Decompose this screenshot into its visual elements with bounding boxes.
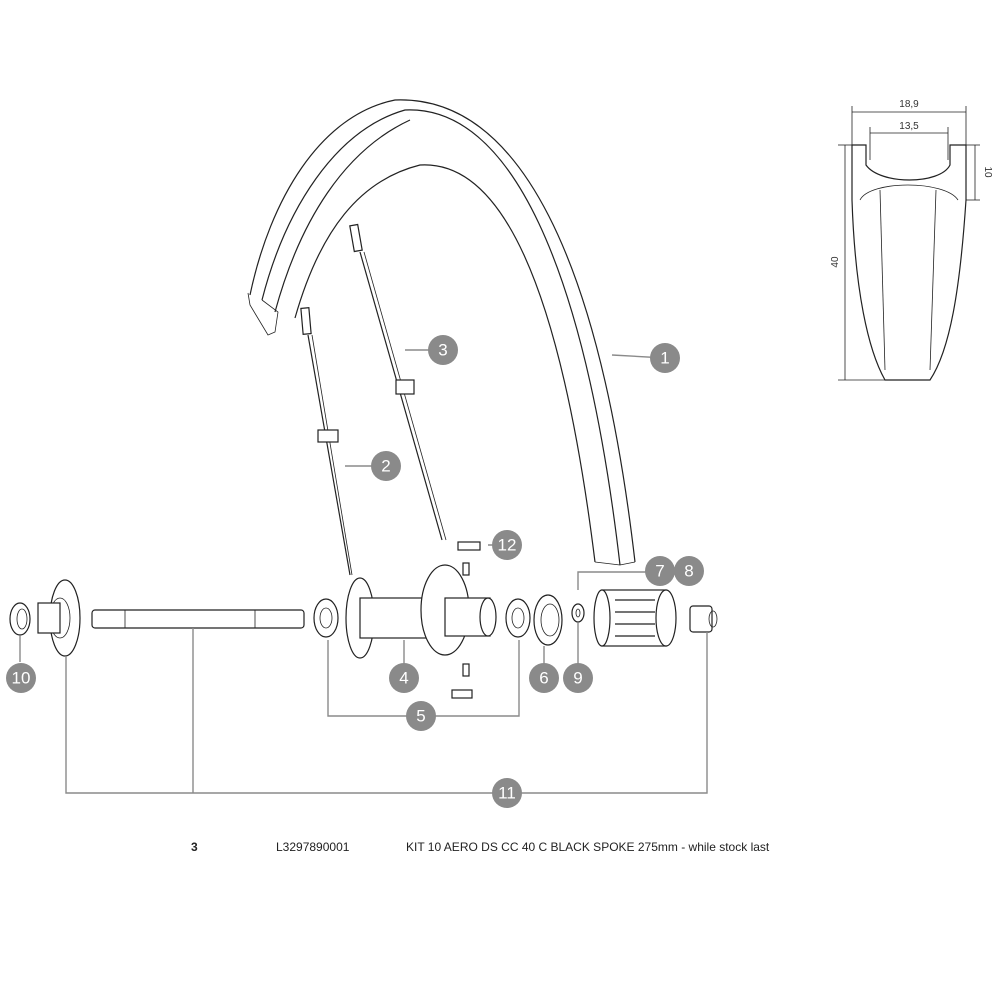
callout-9: 9 <box>563 663 593 693</box>
callout-5: 5 <box>406 701 436 731</box>
end-cap-left <box>9 602 31 636</box>
hub-body <box>345 564 497 659</box>
callout-1: 1 <box>650 343 680 373</box>
spoke-short <box>300 307 353 576</box>
callout-6: 6 <box>529 663 559 693</box>
svg-text:7: 7 <box>655 562 664 581</box>
part-ref: 3 <box>191 840 198 854</box>
part-code: L3297890001 <box>276 840 350 854</box>
bearing-right <box>505 598 531 638</box>
svg-text:3: 3 <box>438 341 447 360</box>
spoke-nipples <box>451 541 481 699</box>
callout-4: 4 <box>389 663 419 693</box>
callout-11: 11 <box>492 778 522 808</box>
callout-7: 7 <box>645 556 675 586</box>
end-cap-right <box>689 605 718 633</box>
rim-arc <box>247 99 636 566</box>
freehub-body <box>593 589 677 647</box>
part-description: KIT 10 AERO DS CC 40 C BLACK SPOKE 275mm… <box>406 840 770 854</box>
svg-text:8: 8 <box>684 562 693 581</box>
callout-12: 12 <box>492 530 522 560</box>
svg-text:10: 10 <box>12 669 31 688</box>
dim-wall: 10 <box>982 166 993 178</box>
callout-10: 10 <box>6 663 36 693</box>
svg-text:1: 1 <box>660 349 669 368</box>
svg-text:12: 12 <box>498 536 517 555</box>
dim-depth: 40 <box>830 256 841 268</box>
svg-text:6: 6 <box>539 669 548 688</box>
svg-text:11: 11 <box>498 784 516 803</box>
flange-disc-left <box>37 579 81 657</box>
svg-text:2: 2 <box>381 457 390 476</box>
lock-ring <box>533 594 563 646</box>
bearing-left <box>313 598 339 638</box>
svg-text:5: 5 <box>416 707 425 726</box>
washer <box>571 603 585 623</box>
axle <box>91 609 305 629</box>
spoke-long <box>349 223 447 541</box>
svg-text:9: 9 <box>573 669 582 688</box>
leader-lines <box>19 349 708 794</box>
callout-2: 2 <box>371 451 401 481</box>
rim-profile <box>838 106 980 381</box>
callout-3: 3 <box>428 335 458 365</box>
dim-width-outer: 18,9 <box>899 99 919 110</box>
dim-width-inner: 13,5 <box>899 121 919 132</box>
callout-8: 8 <box>674 556 704 586</box>
svg-text:4: 4 <box>399 669 408 688</box>
